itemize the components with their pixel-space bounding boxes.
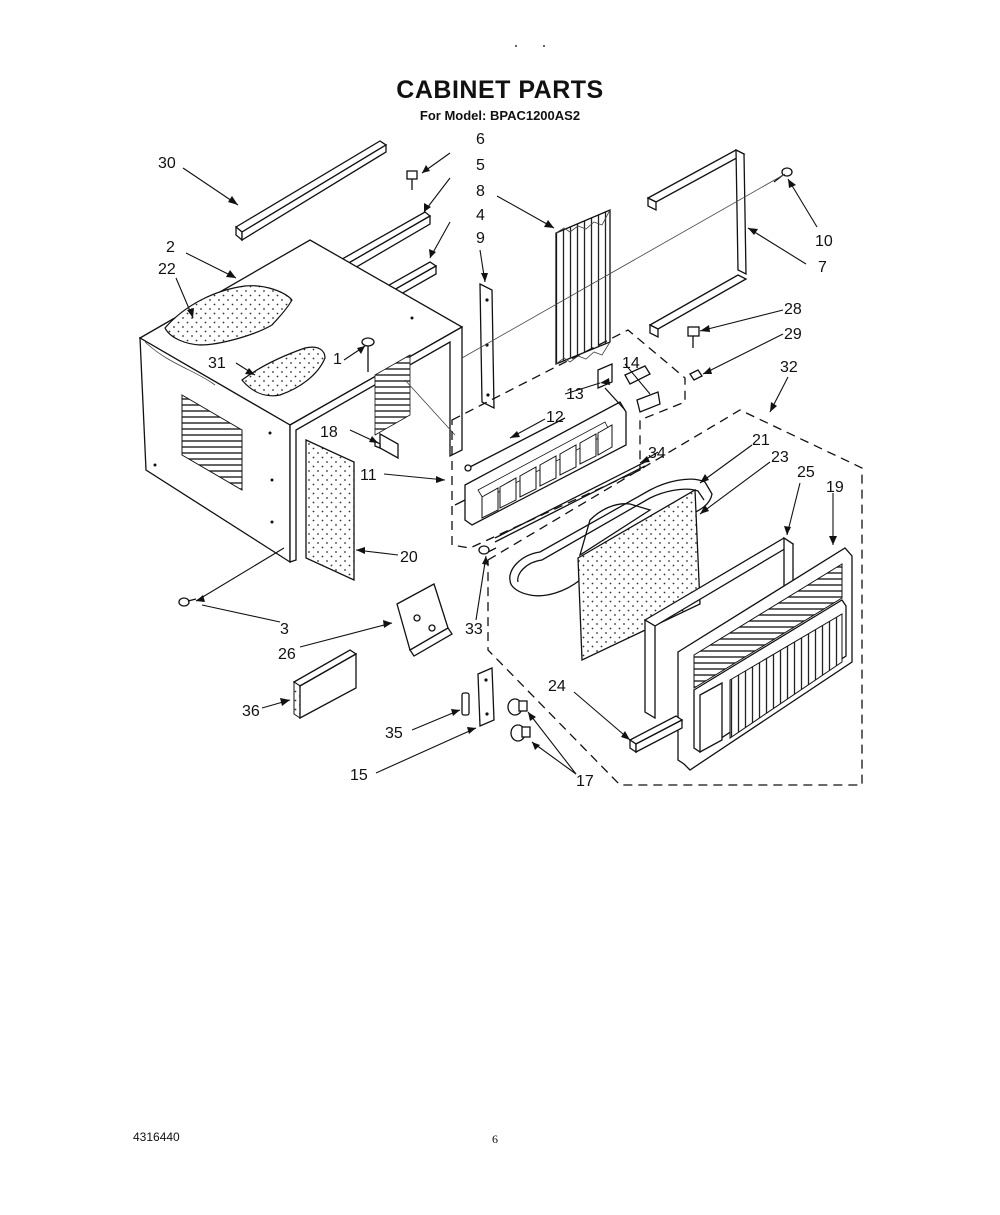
callout-14: 14 bbox=[622, 355, 640, 372]
part-7-frame bbox=[646, 148, 748, 339]
callout-36: 36 bbox=[242, 703, 260, 720]
part-21-wire-frame bbox=[509, 478, 713, 597]
callout-28: 28 bbox=[784, 301, 802, 318]
part-11-control-panel bbox=[454, 401, 627, 526]
callout-9: 9 bbox=[476, 230, 485, 247]
callout-7: 7 bbox=[818, 259, 827, 276]
part-6-screw bbox=[406, 170, 418, 190]
part-14-latch bbox=[624, 365, 661, 413]
part-36-block bbox=[292, 649, 358, 720]
callout-34: 34 bbox=[648, 445, 666, 462]
callout-13: 13 bbox=[566, 386, 584, 403]
callout-31: 31 bbox=[208, 355, 226, 372]
callout-11: 11 bbox=[360, 467, 377, 484]
part-3-screw bbox=[178, 597, 197, 607]
callout-15: 15 bbox=[350, 767, 368, 784]
callout-23: 23 bbox=[771, 449, 789, 466]
part-1-clip bbox=[361, 337, 375, 372]
callout-17: 17 bbox=[576, 773, 594, 790]
part-26-bracket bbox=[396, 583, 453, 657]
callout-5: 5 bbox=[476, 157, 485, 174]
leader-lines bbox=[175, 152, 834, 775]
callout-4: 4 bbox=[476, 207, 485, 224]
callout-19: 19 bbox=[826, 479, 844, 496]
group-outline-control bbox=[451, 329, 686, 549]
part-20-side-panel bbox=[305, 438, 355, 582]
part-24-rail bbox=[628, 715, 684, 754]
callout-6: 6 bbox=[476, 131, 485, 148]
callout-24: 24 bbox=[548, 678, 566, 695]
part-18-bracket bbox=[374, 432, 399, 460]
arrow-heads bbox=[187, 165, 837, 750]
part-35-insert bbox=[461, 692, 470, 716]
page-title: CABINET PARTS bbox=[396, 76, 604, 104]
callout-32: 32 bbox=[780, 359, 798, 376]
alignment-line bbox=[461, 173, 786, 359]
part-9-bracket bbox=[479, 282, 495, 410]
callout-22: 22 bbox=[158, 261, 176, 278]
callout-35: 35 bbox=[385, 725, 403, 742]
part-28-screw bbox=[687, 326, 700, 348]
callout-12: 12 bbox=[546, 409, 564, 426]
top-marks bbox=[515, 45, 545, 47]
callout-29: 29 bbox=[784, 326, 802, 343]
part-19-front-grille bbox=[677, 547, 853, 771]
page-number: 6 bbox=[492, 1132, 498, 1146]
part-15-plate bbox=[477, 667, 495, 727]
part-17-knobs bbox=[507, 698, 531, 742]
part-8-curtain bbox=[555, 209, 611, 365]
model-subtitle: For Model: BPAC1200AS2 bbox=[419, 108, 581, 123]
callout-labels: 30 6 5 8 4 9 2 22 31 1 10 7 28 29 14 32 … bbox=[158, 131, 844, 790]
callout-20: 20 bbox=[400, 549, 418, 566]
callout-10: 10 bbox=[815, 233, 833, 250]
part-25-frame bbox=[643, 536, 795, 720]
callout-18: 18 bbox=[320, 424, 338, 441]
callout-1: 1 bbox=[333, 351, 342, 368]
callout-30: 30 bbox=[158, 155, 176, 172]
document-number: 4316440 bbox=[133, 1130, 180, 1144]
part-23-filter bbox=[577, 488, 701, 662]
callout-3: 3 bbox=[280, 621, 289, 638]
callout-2: 2 bbox=[166, 239, 175, 256]
part-31-insulation bbox=[241, 346, 326, 397]
part-12-rod bbox=[464, 417, 566, 472]
callout-26: 26 bbox=[278, 646, 296, 663]
callout-33: 33 bbox=[465, 621, 483, 638]
callout-21: 21 bbox=[752, 432, 770, 449]
part-33-screw bbox=[478, 545, 497, 555]
part-34-rod bbox=[494, 461, 646, 543]
callout-8: 8 bbox=[476, 183, 485, 200]
group-outline-front bbox=[487, 409, 863, 786]
part-22-insulation bbox=[164, 285, 293, 346]
part-29-clip bbox=[689, 369, 703, 381]
callout-25: 25 bbox=[797, 464, 815, 481]
part-2-cabinet bbox=[138, 239, 464, 564]
part-30-top-rail bbox=[234, 140, 388, 242]
